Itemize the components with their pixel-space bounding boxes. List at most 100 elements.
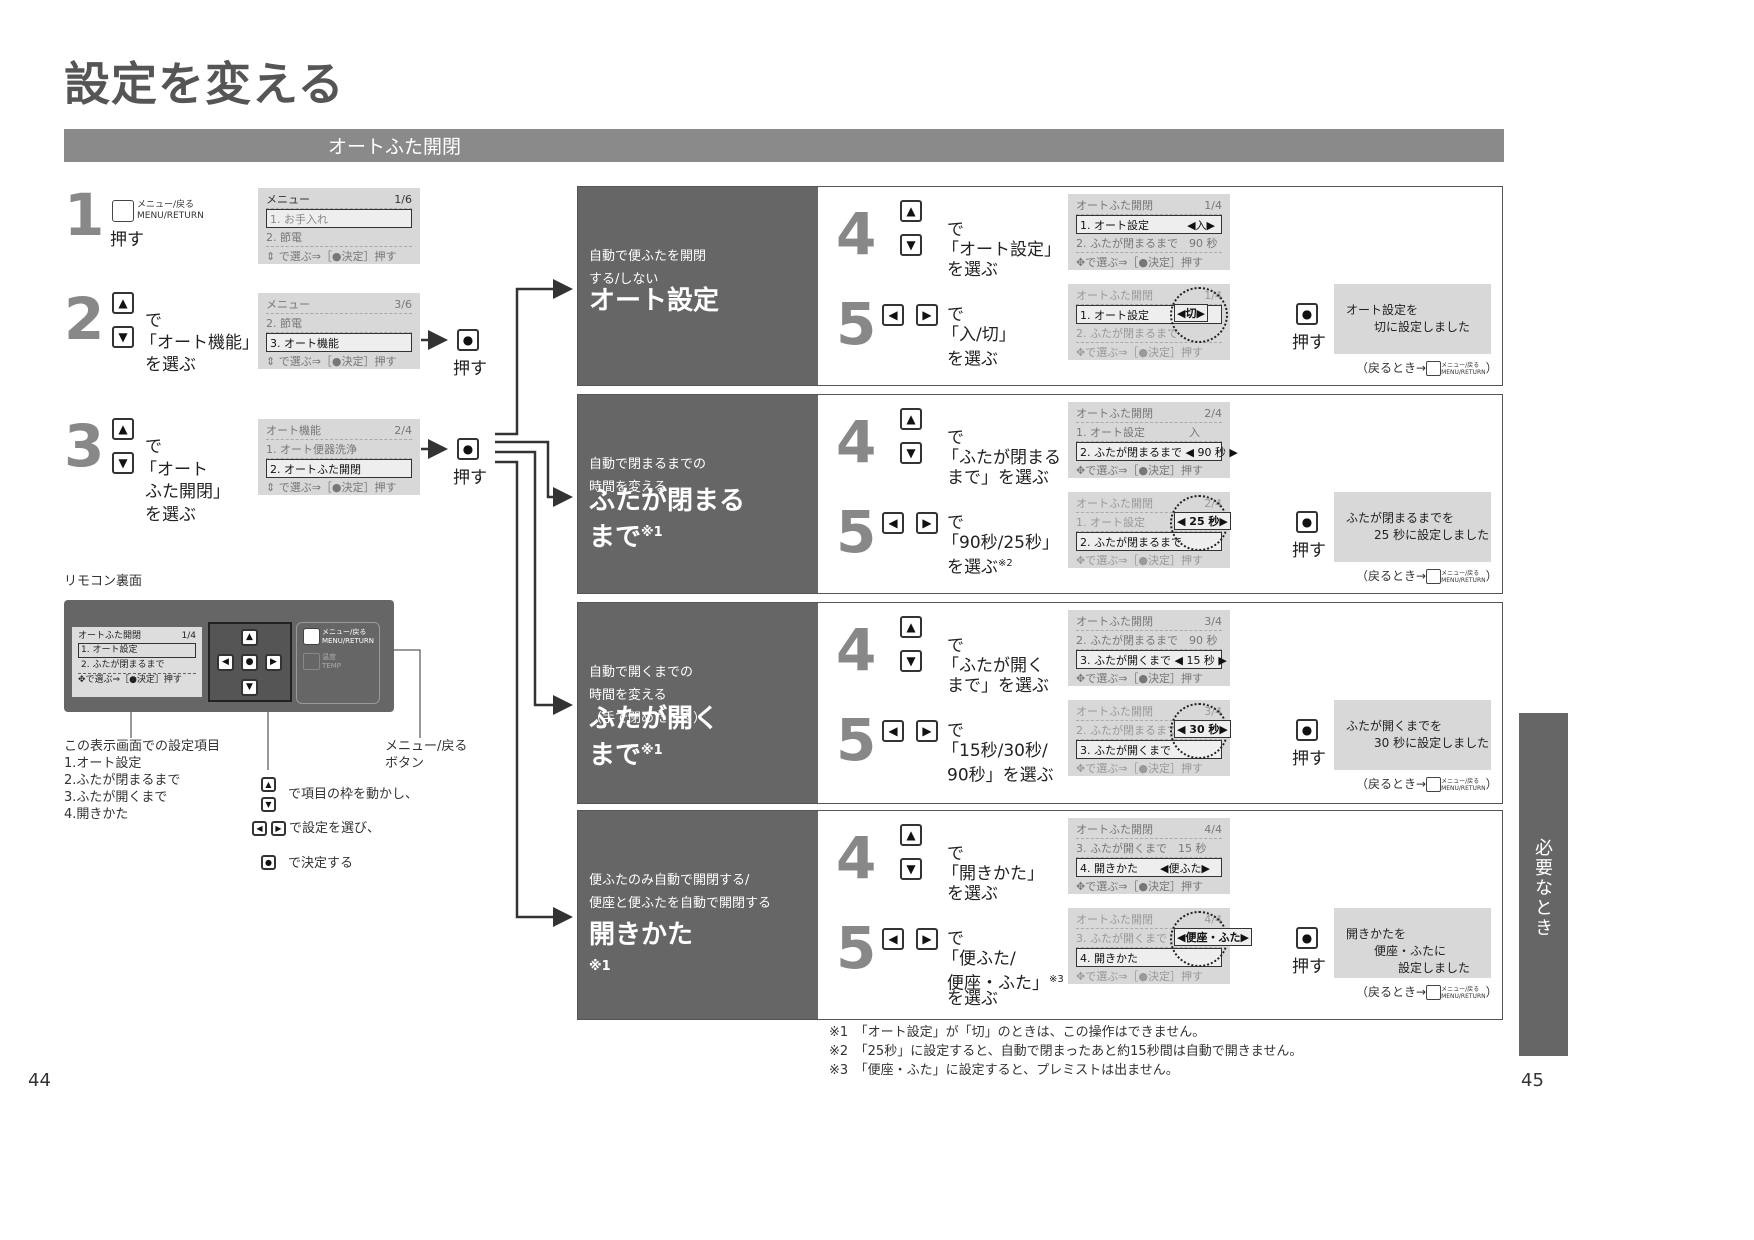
return-hint: （戻るとき→メニュー/戻る MENU/RETURN） — [1356, 985, 1498, 1000]
step-number: 5 — [836, 706, 877, 774]
menu-button-caption: メニュー/戻る — [385, 739, 468, 754]
result-message: 開きかたを 便座・ふたに 設定しました — [1334, 908, 1491, 978]
lcd-row: 1. オート設定◀入▶ — [1076, 215, 1222, 234]
lcd-value: ◀ 30 秒▶ — [1174, 720, 1231, 738]
lcd-title: オートふた開閉 — [1076, 289, 1153, 302]
lcd-title: メニュー — [266, 298, 310, 311]
section-heading-panel: 便ふたのみ自動で開閉する/ 便座と便ふたを自動で開閉する 開きかた※1 — [578, 811, 818, 1019]
lcd-page: 1/6 — [394, 193, 412, 206]
enter-button[interactable]: ● — [1296, 927, 1318, 949]
result-line: ふたが閉まるまでを — [1346, 511, 1455, 525]
enter-button[interactable]: ● — [1296, 303, 1318, 325]
menu-button-label: メニュー/戻る MENU/RETURN — [137, 200, 204, 221]
lcd-row: ✥で選ぶ⇒［●決定］押す — [1076, 970, 1204, 983]
remote-lcd-title: オートふた開閉 — [78, 631, 142, 641]
legend-text: で項目の枠を動かし、 — [288, 787, 419, 802]
lcd-row: 2. オートふた開閉 — [266, 459, 412, 478]
left-arrow-button[interactable]: ◀ — [882, 720, 904, 742]
left-arrow-button[interactable]: ◀ — [882, 304, 904, 326]
section-heading: ふたが開くまで※1 — [589, 704, 720, 771]
lcd-row: ✥で選ぶ⇒［●決定］押す — [1076, 672, 1204, 685]
legend-text: で設定を選び、 — [289, 821, 381, 836]
up-arrow-button[interactable]: ▲ — [112, 418, 134, 440]
lcd-row: ✥で選ぶ⇒［●決定］押す — [1076, 880, 1204, 893]
menu-return-button[interactable] — [112, 200, 134, 222]
step-number: 4 — [836, 824, 877, 892]
lcd-row: ✥で選ぶ⇒［●決定］押す — [1076, 762, 1204, 775]
down-arrow-button[interactable]: ▼ — [900, 234, 922, 256]
enter-button[interactable]: ● — [1296, 511, 1318, 533]
enter-button[interactable]: ● — [457, 329, 479, 351]
lcd-title: オートふた開閉 — [1076, 913, 1153, 926]
lcd-row: 1. オート設定 入 — [1076, 423, 1222, 442]
step-text: を選ぶ※2 — [947, 557, 1013, 578]
step-number: 4 — [836, 408, 877, 476]
up-arrow-button[interactable]: ▲ — [900, 408, 922, 430]
down-arrow-button[interactable]: ▼ — [900, 858, 922, 880]
result-line: 切に設定しました — [1374, 320, 1471, 334]
de-text: で — [145, 437, 162, 457]
up-arrow-button[interactable]: ▲ — [900, 824, 922, 846]
right-arrow-button[interactable]: ▶ — [916, 720, 938, 742]
step-text: を選ぶ — [145, 355, 196, 375]
up-arrow-button[interactable]: ▲ — [112, 292, 134, 314]
remote-left-button[interactable]: ◀ — [217, 654, 234, 671]
lcd-row: ⇕ で選ぶ⇒［●決定］押す — [266, 250, 397, 263]
menu-return-icon — [1426, 361, 1442, 376]
menu-return-icon — [1426, 777, 1442, 792]
enter-button[interactable]: ● — [1296, 719, 1318, 741]
lcd-title: オートふた開閉 — [1076, 705, 1153, 718]
footnote: ※1 「オート設定」が「切」のときは、この操作はできません。 — [829, 1025, 1206, 1040]
remote-dpad: ▲ ◀ ● ▶ ▼ — [208, 622, 292, 702]
up-arrow-button[interactable]: ▲ — [900, 200, 922, 222]
down-arrow-button[interactable]: ▼ — [112, 326, 134, 348]
down-arrow-button[interactable]: ▼ — [112, 452, 134, 474]
remote-enter-button[interactable]: ● — [241, 654, 258, 671]
highlight-circle — [1170, 287, 1228, 343]
remote-down-button[interactable]: ▼ — [241, 679, 258, 696]
remote-temp-button[interactable] — [303, 653, 320, 670]
down-arrow-button[interactable]: ▼ — [900, 650, 922, 672]
de-text: で — [947, 721, 964, 741]
step-text: 「開きかた」 — [942, 864, 1044, 884]
remote-menu-button[interactable] — [303, 628, 320, 645]
step-number: 4 — [836, 200, 877, 268]
result-line: 25 秒に設定しました — [1374, 528, 1490, 542]
left-arrow-button[interactable]: ◀ — [882, 512, 904, 534]
section-heading: オート設定 — [589, 286, 720, 316]
setting-section: 自動で便ふたを開閉 する/しない オート設定 4 ▲ ▼ で 「オート設定」 を… — [577, 186, 1503, 386]
remote-right-button[interactable]: ▶ — [265, 654, 282, 671]
step-text: 「90秒/25秒」 — [942, 533, 1059, 553]
remote-lcd-page: 1/4 — [181, 631, 196, 641]
section-desc: する/しない — [589, 272, 659, 287]
left-arrow-button[interactable]: ◀ — [882, 928, 904, 950]
result-line: 開きかたを — [1346, 927, 1407, 941]
lcd-row: 4. 開きかた ◀便ふた▶ — [1076, 858, 1222, 877]
lcd-page: 3/4 — [1204, 615, 1222, 628]
down-arrow-button[interactable]: ▼ — [900, 442, 922, 464]
enter-button[interactable]: ● — [457, 438, 479, 460]
remote-items-title: この表示画面での設定項目 — [64, 739, 221, 754]
section-desc: 時間を変える — [589, 480, 667, 495]
lcd-page: 2/4 — [1204, 407, 1222, 420]
menu-return-label: メニュー/戻る MENU/RETURN — [1441, 777, 1486, 792]
return-hint: （戻るとき→メニュー/戻る MENU/RETURN） — [1356, 569, 1498, 584]
lcd-value: ◀切▶ — [1174, 304, 1208, 322]
right-arrow-button[interactable]: ▶ — [916, 928, 938, 950]
de-text: で — [947, 636, 964, 656]
up-arrow-button[interactable]: ▲ — [900, 616, 922, 638]
right-arrow-button[interactable]: ▶ — [916, 512, 938, 534]
push-text: 押す — [110, 230, 144, 250]
lcd-row: ✥で選ぶ⇒［●決定］押す — [1076, 464, 1204, 477]
right-arrow-button[interactable]: ▶ — [916, 304, 938, 326]
side-tab: 必要なとき — [1519, 713, 1568, 1056]
result-line: 設定しました — [1398, 961, 1471, 975]
step-text: を選ぶ — [145, 505, 196, 525]
page-number-left: 44 — [28, 1070, 51, 1091]
push-text: 押す — [453, 468, 487, 488]
remote-up-button[interactable]: ▲ — [241, 629, 258, 646]
push-text: 押す — [453, 359, 487, 379]
remote-item: 3.ふたが開くまで — [64, 790, 168, 805]
